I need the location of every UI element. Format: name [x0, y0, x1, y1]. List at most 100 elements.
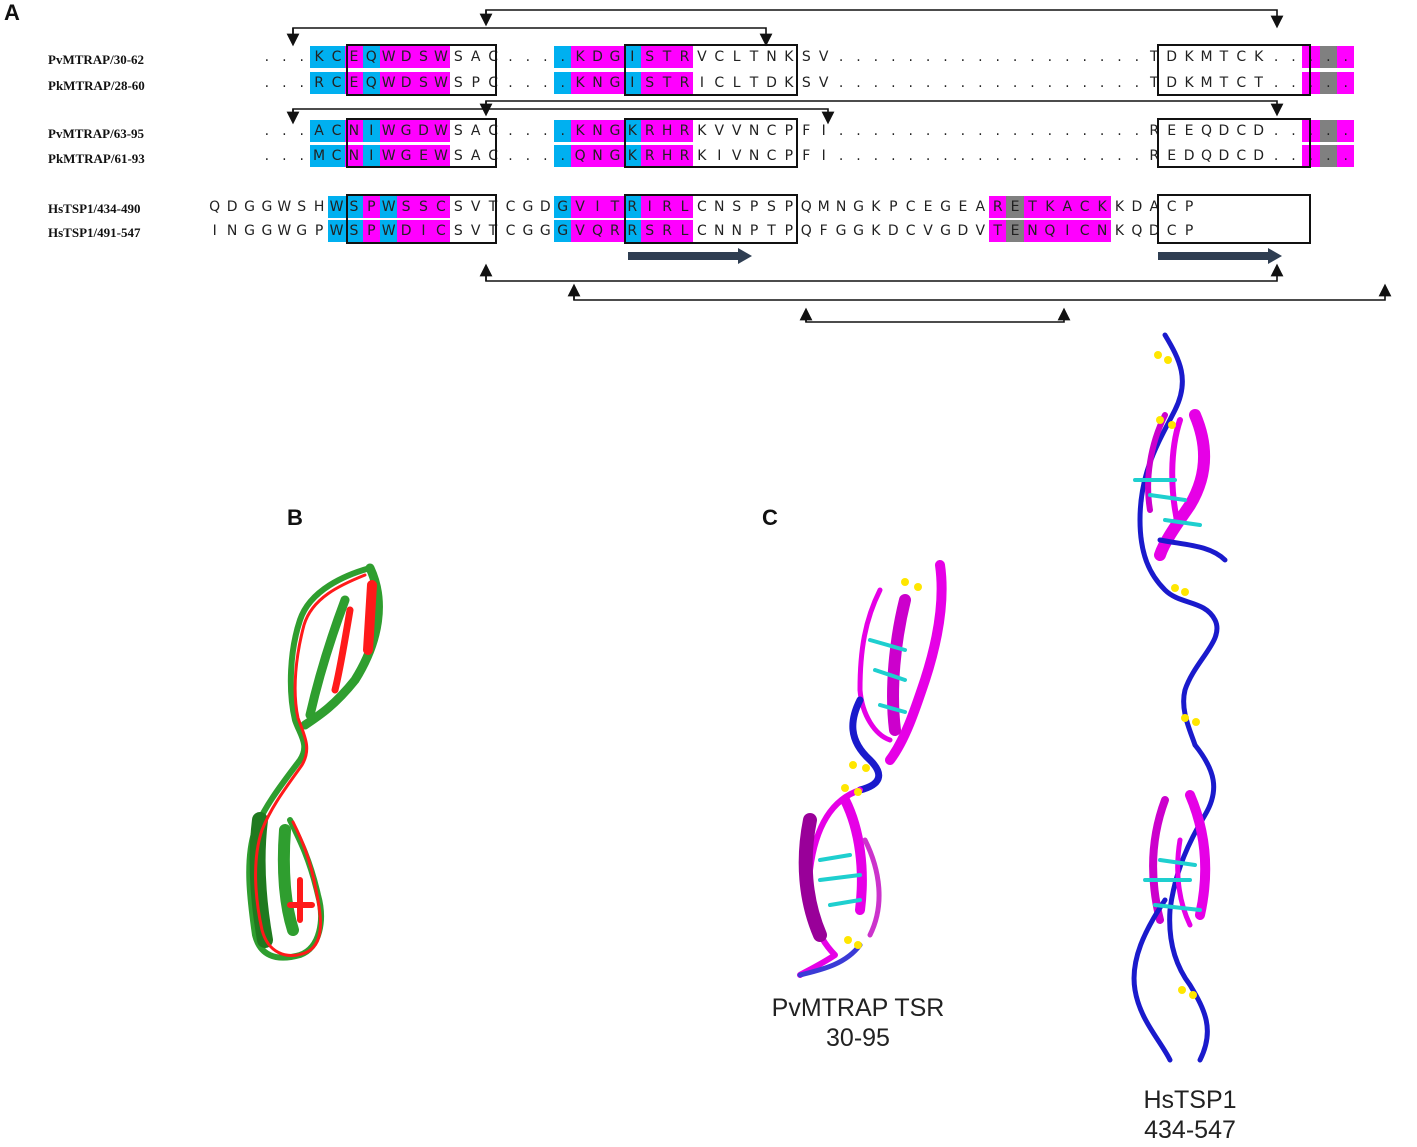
residue: . [1030, 148, 1035, 164]
residue: R [675, 46, 694, 68]
residue: P [784, 199, 794, 215]
residue: C [905, 223, 916, 239]
residue: K [784, 75, 794, 91]
residue: C [1166, 199, 1177, 215]
residue: G [244, 199, 255, 215]
disulfide-bracket-bottom-1 [485, 263, 1284, 282]
residue: W [380, 220, 398, 242]
residue: . [299, 75, 304, 91]
residue: I [717, 148, 722, 164]
residue: P [1184, 199, 1194, 215]
residue: P [362, 220, 380, 242]
conserved-box-wsxw-3 [346, 194, 497, 244]
disulfide-bracket-bottom-2 [573, 283, 1392, 301]
residue: . [960, 75, 966, 91]
residue: . [960, 49, 966, 65]
residue: . [1337, 72, 1355, 94]
residue: T [488, 223, 498, 239]
residue: . [264, 148, 270, 164]
residue: G [606, 120, 624, 142]
residue: G [940, 223, 951, 239]
residue: . [856, 148, 861, 164]
residue: . [1012, 49, 1018, 65]
residue: S [801, 49, 811, 65]
residue: . [1030, 123, 1035, 139]
residue: . [1319, 46, 1337, 68]
panel-label-b: B [287, 505, 303, 530]
residue: W [432, 120, 450, 142]
residue: . [264, 123, 270, 139]
residue: N [345, 120, 363, 142]
residue: W [380, 46, 398, 68]
residue: C [696, 199, 707, 215]
residue: C [1236, 148, 1247, 164]
residue: C [714, 49, 725, 65]
residue: T [1150, 49, 1159, 65]
residue: . [838, 49, 844, 65]
residue: C [905, 199, 916, 215]
residue: K [1114, 223, 1125, 239]
residue: S [453, 75, 463, 91]
residue: P [784, 123, 794, 139]
beta-strand-arrow-2 [1158, 248, 1282, 264]
residue: . [1065, 148, 1070, 164]
residue: T [989, 220, 1007, 242]
residue: V [571, 196, 589, 218]
residue: R [641, 145, 659, 167]
residue: W [432, 46, 450, 68]
residue: T [1219, 49, 1229, 65]
residue: D [766, 75, 777, 91]
residue: E [1167, 148, 1177, 164]
residue: . [1082, 75, 1087, 91]
residue: C [432, 196, 450, 218]
residue: G [853, 199, 864, 215]
residue: G [296, 223, 308, 239]
seq-label-pkmtrap-61-93: PkMTRAP/61-93 [48, 151, 145, 166]
residue: C [1076, 196, 1094, 218]
residue: C [327, 72, 346, 94]
residue: N [731, 223, 742, 239]
residue: . [1319, 145, 1337, 167]
residue: G [261, 199, 273, 215]
residue: . [873, 148, 879, 164]
residue: . [891, 49, 896, 65]
residue: W [327, 196, 346, 218]
residue: G [397, 145, 415, 167]
residue: L [675, 220, 694, 242]
residue: G [397, 120, 415, 142]
residue: P [1184, 223, 1194, 239]
residue: . [1337, 120, 1355, 142]
residue: . [1291, 75, 1296, 91]
residue: . [1099, 75, 1105, 91]
residue: D [539, 199, 551, 215]
beta-strand-arrow-1 [628, 248, 752, 264]
residue: R [675, 145, 694, 167]
residue: C [505, 199, 516, 215]
residue: H [658, 145, 676, 167]
residue: . [908, 49, 913, 65]
residue: C [696, 223, 707, 239]
conserved-box-strand-2 [624, 118, 798, 168]
residue: S [801, 75, 811, 91]
residue: G [261, 223, 273, 239]
residue: . [554, 145, 572, 167]
residue: W [380, 72, 398, 94]
residue: F [802, 123, 811, 139]
residue: T [1150, 75, 1159, 91]
residue: V [731, 123, 742, 139]
residue: I [623, 72, 641, 94]
residue: . [508, 123, 513, 139]
residue: . [1065, 49, 1070, 65]
residue: . [1273, 49, 1279, 65]
residue: K [1254, 49, 1264, 65]
residue: E [1184, 123, 1194, 139]
pvmtrap-caption-line1: PvMTRAP TSR [771, 994, 945, 1022]
residue: R [1149, 148, 1160, 164]
residue: V [818, 75, 829, 91]
residue: . [1030, 75, 1035, 91]
residue: D [397, 220, 415, 242]
residue: N [714, 199, 725, 215]
residue: C [488, 75, 498, 91]
residue: P [471, 75, 480, 91]
